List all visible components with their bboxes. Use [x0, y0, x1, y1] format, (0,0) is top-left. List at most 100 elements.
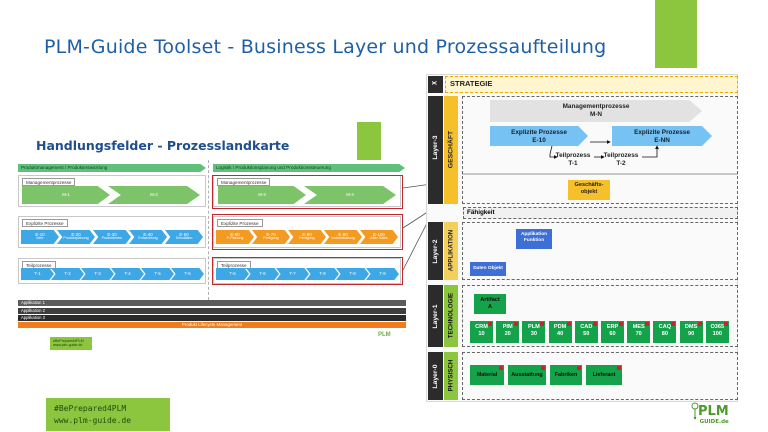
layer2-side: Layer-2	[428, 222, 443, 280]
header-logistik: Logistik / Produktionsplanung und Produk…	[213, 164, 405, 172]
subprocess-t2[interactable]: Teilprozess T-2	[603, 152, 639, 167]
expl-label-left: Explizite Prozesse	[22, 219, 68, 227]
process-code: E-50	[179, 231, 189, 237]
system-number: 70	[635, 330, 642, 337]
explicit-process-enn[interactable]: Explizite Prozesse E-NN	[612, 126, 712, 146]
subprocess-chevron[interactable]: T-9	[336, 268, 369, 280]
process-name: Produktplanung	[63, 236, 89, 241]
subprocess-chevron[interactable]: T-3	[81, 268, 114, 280]
mgmt-chevron[interactable]: M-4	[304, 186, 396, 204]
corner-marker	[671, 322, 676, 326]
process-map-title: Handlungsfelder - Prozesslandkarte	[36, 138, 290, 153]
corner-marker	[723, 322, 728, 326]
system-number: 20	[504, 330, 511, 337]
system-number: 40	[556, 330, 564, 337]
corner-marker	[514, 322, 519, 326]
subprocess-chevron[interactable]: T-6	[171, 268, 204, 280]
mgmt-chevron[interactable]: M-1	[22, 186, 110, 204]
process-name: Fertigung	[263, 236, 279, 241]
highlight-mgmt	[212, 175, 403, 209]
process-code: E-10	[35, 231, 45, 237]
explicit-process-e10[interactable]: Explizite Prozesse E-10	[490, 126, 588, 146]
subprocess-chevron[interactable]: T-1	[21, 268, 54, 280]
subprocess-chevron[interactable]: T-6	[246, 268, 279, 280]
system-number: 10	[478, 330, 485, 337]
subprocess-chevron[interactable]: T-6	[216, 268, 249, 280]
system-name: PLM	[527, 324, 540, 330]
layer1-name-strip: TECHNOLOGIE	[444, 285, 458, 347]
system-number: 100	[712, 330, 722, 337]
mgmt-chevron[interactable]: M-3	[218, 186, 306, 204]
data-object[interactable]: Daten Objekt	[470, 262, 506, 276]
corner-marker	[619, 322, 623, 326]
corner-marker	[617, 366, 621, 370]
process-name: P-Planung	[226, 236, 244, 241]
plm-guide-logo: PLM GUIDE.de	[698, 404, 729, 425]
subprocess-t1[interactable]: Teilprozess T-1	[555, 152, 591, 167]
physical-1[interactable]: Ausstattung	[508, 365, 546, 385]
website-link[interactable]: www.plm-guide.de	[54, 416, 132, 425]
layer0-name-strip: PHYSISCH	[444, 352, 458, 400]
subprocess-chevron[interactable]: T-8	[306, 268, 339, 280]
process-arrows	[462, 140, 738, 175]
system-number: 60	[609, 330, 616, 337]
layer1-side: Layer-1	[428, 285, 443, 347]
decorative-green-block	[655, 0, 697, 68]
subprocess-chevron[interactable]: T-5	[141, 268, 174, 280]
management-process[interactable]: Managementprozesse M-N	[490, 100, 702, 122]
system-number: 90	[687, 330, 695, 337]
physical-3[interactable]: Lieferant	[586, 365, 622, 385]
system-number: 30	[530, 330, 537, 337]
app-bar-1: Applikation 1	[18, 300, 406, 306]
subprocess-chevron[interactable]: T-7	[276, 268, 309, 280]
layer2-box	[462, 222, 738, 280]
hashtag-box: #BePrepared4PLM www.plm-guide.de	[46, 398, 170, 431]
subprocess-chevron[interactable]: T-2	[51, 268, 84, 280]
process-name: After Sales	[370, 236, 388, 241]
layer3-side: Layer-3	[428, 96, 443, 204]
artifact[interactable]: Artifact A	[474, 294, 506, 314]
physical-2[interactable]: Fabriken	[550, 365, 582, 385]
process-name: Instandhaltung	[331, 236, 355, 241]
corner-marker	[697, 322, 702, 326]
application-function[interactable]: Applikation Funktion	[516, 229, 552, 249]
process-name: Simulation	[175, 236, 193, 241]
process-code: E-90	[338, 231, 348, 237]
mgmt-chevron[interactable]: M-2	[108, 186, 200, 204]
physical-0[interactable]: Material	[470, 365, 504, 385]
corner-marker	[592, 322, 597, 326]
corner-marker	[541, 366, 545, 370]
column-divider	[208, 160, 209, 300]
plm-bar: Produkt Lifecycle Management	[18, 322, 406, 328]
decorative-green-block-small	[357, 122, 381, 160]
process-code: E-30	[107, 231, 117, 237]
mgmt-label-left: Managementprozesse	[22, 178, 76, 186]
subprocess-chevron[interactable]: T-4	[111, 268, 144, 280]
corner-marker	[540, 322, 545, 326]
mini-plm-logo: PLM	[378, 332, 391, 338]
layer3-name-strip: GESCHÄFT	[444, 96, 458, 204]
business-object[interactable]: Geschäfts- objekt	[568, 180, 610, 200]
process-name: Fertigung	[299, 236, 315, 241]
subprocess-chevron[interactable]: T-9	[366, 268, 399, 280]
